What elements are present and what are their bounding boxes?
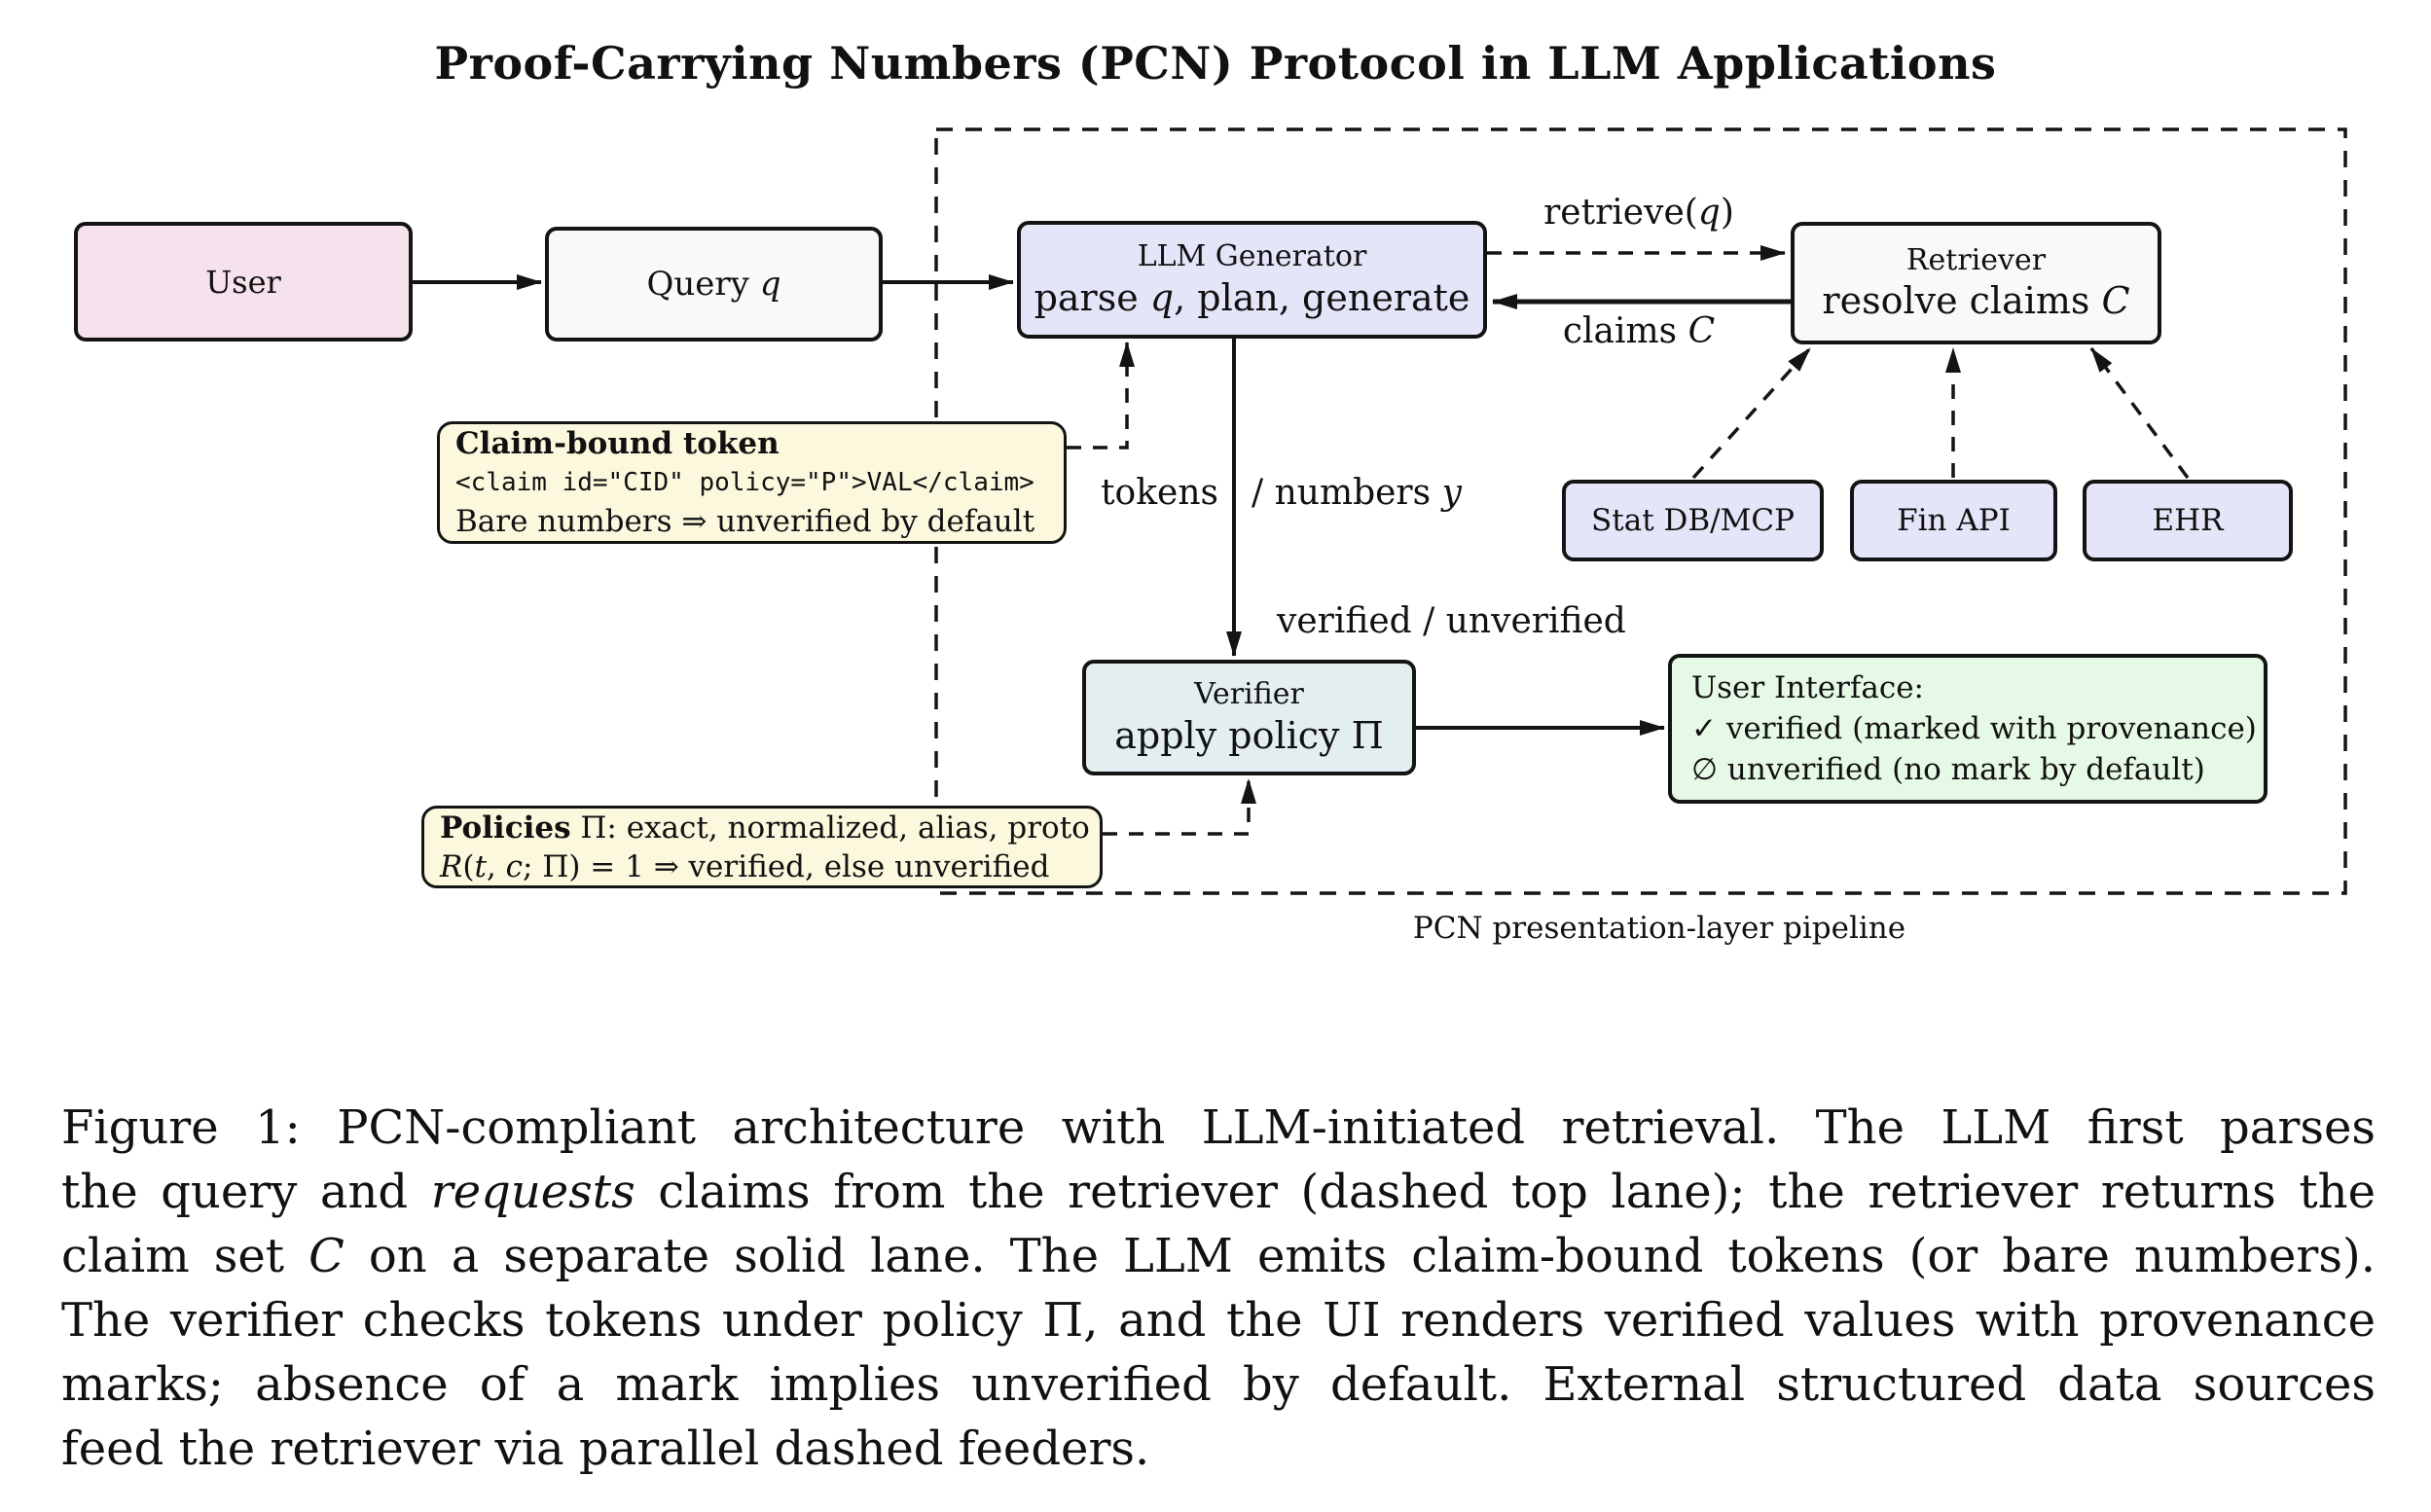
stat-db-label: Stat DB/MCP — [1591, 502, 1795, 538]
ehr-node: EHR — [2083, 480, 2293, 561]
fin-api-label: Fin API — [1897, 502, 2011, 538]
caption-line: claim set C on a separate solid lane. Th… — [61, 1229, 2376, 1283]
edge-label-retrieve: retrieve(q) — [1543, 193, 1734, 233]
caption-line: Figure 1: PCN-compliant architecture wit… — [61, 1100, 2376, 1155]
policies-note: Policies Π: exact, normalized, alias, pr… — [421, 806, 1103, 888]
ui-verified-line: ✓ verified (marked with provenance) — [1691, 711, 2257, 746]
query-node: Query q — [545, 227, 883, 342]
caption-line: marks; absence of a mark implies unverif… — [61, 1357, 2376, 1412]
retriever-node: Retriever resolve claims C — [1791, 222, 2161, 344]
token-note-code: <claim id="CID" policy="P">VAL</claim> — [455, 468, 1034, 497]
verifier-title: Verifier — [1194, 677, 1304, 711]
pipeline-dashed-border — [934, 127, 2347, 895]
ehr-label: EHR — [2152, 502, 2224, 538]
retriever-subtitle: resolve claims C — [1822, 279, 2130, 322]
arrow-policies-note-to-verifier — [1103, 778, 1256, 836]
arrow-token-note-to-llm — [1067, 342, 1135, 450]
figure-title: Proof-Carrying Numbers (PCN) Protocol in… — [434, 37, 1997, 90]
token-note-rule: Bare numbers ⇒ unverified by default — [455, 504, 1035, 539]
policies-note-line2: R(t, c; Π) = 1 ⇒ verified, else unverifi… — [440, 848, 1050, 884]
edge-label-claims: claims C — [1562, 311, 1716, 351]
llm-generator-title: LLM Generator — [1137, 239, 1367, 273]
ui-unverified-line: ∅ unverified (no mark by default) — [1691, 752, 2205, 787]
stat-db-node: Stat DB/MCP — [1562, 480, 1824, 561]
pipeline-caption: PCN presentation-layer pipeline — [1412, 911, 1906, 946]
user-node: User — [74, 222, 413, 342]
policies-note-line1: Policies Π: exact, normalized, alias, pr… — [440, 810, 1090, 846]
user-node-label: User — [205, 263, 281, 301]
caption-line: the query and requests claims from the r… — [61, 1165, 2377, 1219]
claim-bound-token-note: Claim-bound token <claim id="CID" policy… — [437, 421, 1067, 544]
retriever-title: Retriever — [1905, 242, 2047, 277]
caption-line: feed the retriever via parallel dashed f… — [61, 1422, 1150, 1476]
figure-caption: Figure 1: PCN-compliant architecture wit… — [61, 1096, 2376, 1481]
connector-layer — [413, 127, 2347, 895]
llm-generator-subtitle: parse q, plan, generate — [1034, 275, 1470, 319]
token-note-title: Claim-bound token — [455, 426, 780, 461]
edge-label-numbers: / numbers y — [1252, 473, 1462, 513]
caption-line: The verifier checks tokens under policy … — [61, 1293, 2376, 1348]
arrow-ehr-to-retriever — [2089, 346, 2190, 480]
ui-title: User Interface: — [1691, 670, 1924, 705]
llm-generator-node: LLM Generator parse q, plan, generate — [1017, 221, 1487, 339]
edge-label-tokens: tokens — [1101, 473, 1218, 513]
user-interface-node: User Interface: ✓ verified (marked with … — [1668, 654, 2268, 804]
fin-api-node: Fin API — [1850, 480, 2057, 561]
edge-label-verified-unverified: verified / unverified — [1277, 601, 1626, 641]
verifier-node: Verifier apply policy Π — [1082, 660, 1416, 775]
verifier-subtitle: apply policy Π — [1114, 713, 1384, 757]
arrow-statdb-to-retriever — [1691, 346, 1812, 480]
query-node-label: Query q — [646, 264, 781, 304]
